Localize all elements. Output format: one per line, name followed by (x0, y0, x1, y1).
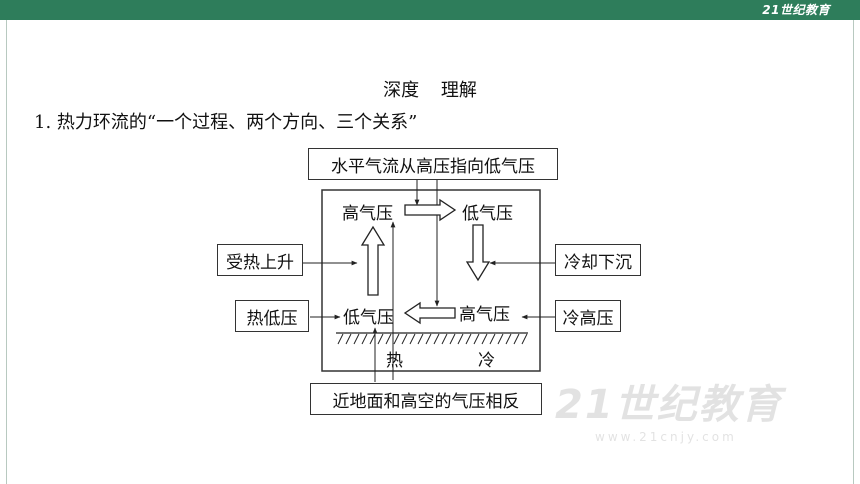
hot-ground-label: 热 (386, 351, 403, 371)
hollow-arrow-down (465, 224, 491, 282)
cold-ground-label: 冷 (478, 351, 495, 371)
top-banner (0, 0, 860, 20)
hollow-arrow-right (404, 198, 457, 222)
left-border-line (6, 20, 7, 484)
horizontal-flow-label: 水平气流从高压指向低气压 (308, 148, 558, 180)
hollow-arrow-left (403, 301, 456, 325)
watermark-url: www.21cnjy.com (595, 430, 737, 444)
rise-label: 受热上升 (217, 244, 303, 276)
ground-hatching (337, 333, 528, 345)
high-pressure-upper-left: 高气压 (342, 204, 393, 224)
brand-logo: 21世纪教育 (762, 1, 830, 19)
watermark-text: 21世纪教育 (555, 382, 783, 428)
heading-right: 理解 (440, 80, 477, 101)
point-title: 1. 热力环流的“一个过程、两个方向、三个关系” (34, 112, 418, 133)
watermark-logo: 21世纪教育 www.21cnjy.com (555, 372, 855, 452)
high-pressure-lower-right: 高气压 (459, 305, 510, 325)
section-heading: 深度 理解 (0, 76, 860, 102)
hollow-arrow-up (360, 225, 386, 296)
low-pressure-lower-left: 低气压 (343, 308, 394, 328)
surface-altitude-label: 近地面和高空的气压相反 (310, 383, 542, 415)
low-pressure-upper-right: 低气压 (462, 204, 513, 224)
heading-left: 深度 (383, 80, 420, 101)
sink-label: 冷却下沉 (555, 244, 641, 276)
cold-high-label: 冷高压 (555, 300, 621, 332)
hot-low-label: 热低压 (235, 300, 309, 332)
brand-logo-text: 21世纪教育 (762, 3, 830, 17)
right-border-line (853, 20, 854, 484)
diagram-frame (321, 189, 541, 372)
